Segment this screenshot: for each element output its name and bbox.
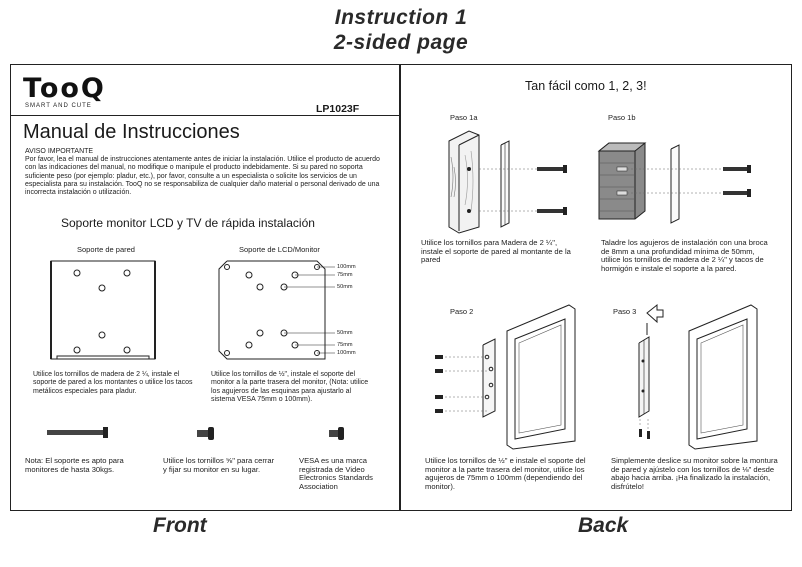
dim-100mm-bottom: 100mm (337, 350, 356, 356)
step-1b-text: Taladre los agujeros de instalación con … (601, 238, 768, 273)
step-1a-drawing (448, 130, 567, 234)
weight-note: Nota: El soporte es apto para monitores … (25, 456, 124, 474)
brand-tagline: SMART AND CUTE (25, 103, 92, 109)
product-subtitle: Soporte monitor LCD y TV de rápida insta… (61, 216, 315, 230)
wall-bracket-caption: Utilice los tornillos de madera de 2 ¼, … (33, 371, 193, 395)
monitor-bracket-label: Soporte de LCD/Monitor (239, 245, 320, 254)
monitor-bracket-caption: Utilice los tornillos de ½", instale el … (211, 371, 369, 403)
step-1b-label: Paso 1b (608, 113, 636, 122)
step-2-drawing (435, 304, 576, 450)
step-1a-text: Utilice los tornillos para Madera de 2 ¼… (421, 238, 571, 265)
monitor-bracket-drawing (218, 260, 335, 360)
dim-50mm-top: 50mm (337, 284, 353, 290)
monitor-screw-icon (197, 427, 214, 440)
model-number: LP1023F (316, 103, 360, 115)
step-3-drawing (638, 303, 758, 450)
header-divider (11, 115, 399, 116)
wood-screw-icon (47, 427, 108, 438)
wall-bracket-drawing (50, 260, 156, 360)
vesa-note: VESA es una marca registrada de Video El… (299, 456, 373, 491)
instruction-title: Instruction 1 (334, 6, 468, 29)
dim-100mm-top: 100mm (337, 264, 356, 270)
instruction-subtitle: 2-sided page (333, 31, 469, 54)
dim-75mm-top: 75mm (337, 272, 353, 278)
step-3-label: Paso 3 (613, 307, 637, 316)
notice-text: Por favor, lea el manual de instruccione… (25, 156, 380, 197)
front-label: Front (153, 514, 207, 537)
step-3-text: Simplemente deslice su monitor sobre la … (611, 456, 778, 491)
back-title: Tan fácil como 1, 2, 3! (525, 79, 647, 93)
tooq-logo: TooQ (23, 73, 106, 104)
step-2-text: Utilice los tornillos de ½" e instale el… (425, 456, 586, 491)
back-page-panel: Tan fácil como 1, 2, 3! Paso 1a Paso 1b (400, 64, 792, 511)
step-1b-drawing (597, 142, 751, 224)
step-1a-label: Paso 1a (450, 113, 478, 122)
dim-50mm-bottom: 50mm (337, 330, 353, 336)
dim-75mm-bottom: 75mm (337, 342, 353, 348)
step-2-label: Paso 2 (450, 307, 474, 316)
notice-title: AVISO IMPORTANTE (25, 148, 94, 155)
lock-screw-note: Utilice los tornillos ⅝" para cerrar y f… (163, 456, 275, 474)
wall-bracket-label: Soporte de pared (77, 245, 135, 254)
front-page-panel: TooQ SMART AND CUTE LP1023F Manual de In… (10, 64, 400, 511)
manual-title: Manual de Instrucciones (23, 121, 240, 143)
lock-screw-icon (329, 427, 344, 440)
back-label: Back (578, 514, 629, 537)
